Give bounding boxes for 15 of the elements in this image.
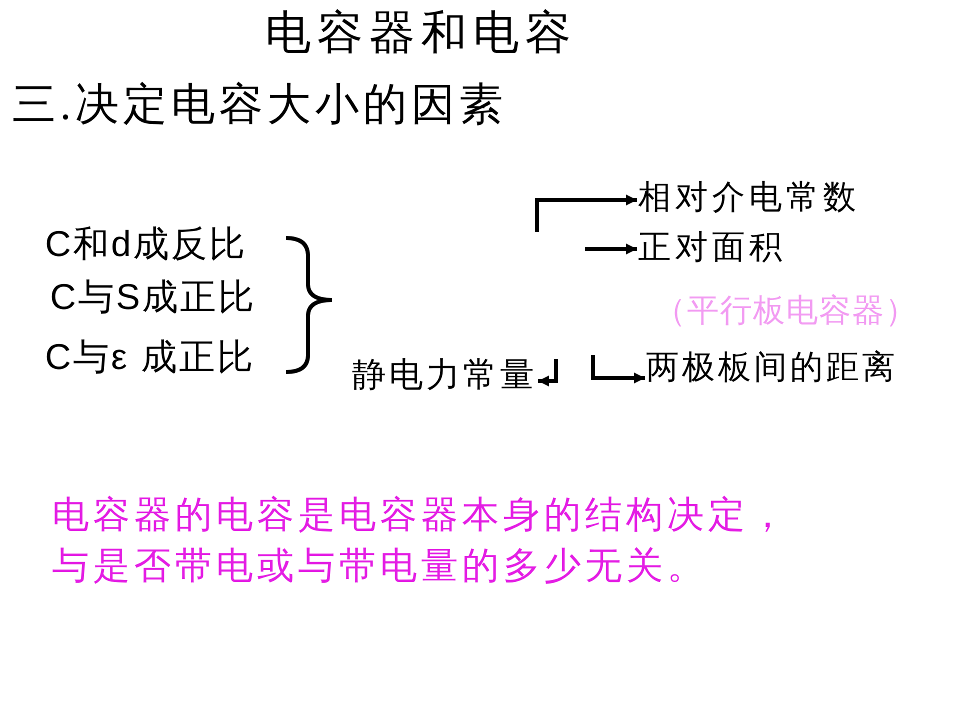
- caption-text: （平行板电容器）: [654, 291, 918, 330]
- note-text: 电容器的电容是电容器本身的结构决定，与是否带电或与带电量的多少无关。: [52, 494, 791, 589]
- arrow: [591, 355, 645, 384]
- relation-text: C与S成正比: [50, 275, 256, 318]
- relation-text: C和d成反比: [45, 222, 248, 266]
- factor-label: 静电力常量: [352, 356, 537, 397]
- arrow: [585, 244, 637, 254]
- factor-label: 两极板间的距离: [646, 349, 898, 389]
- factor-label: 相对介电常数: [638, 179, 860, 219]
- arrow: [538, 359, 558, 386]
- relation-text: C与ε 成正比: [45, 335, 256, 378]
- arrow: [535, 194, 637, 232]
- factor-label: 正对面积: [638, 229, 786, 269]
- section-heading: 三.决定电容大小的因素: [12, 79, 507, 131]
- title: 电容器和电容: [265, 6, 577, 60]
